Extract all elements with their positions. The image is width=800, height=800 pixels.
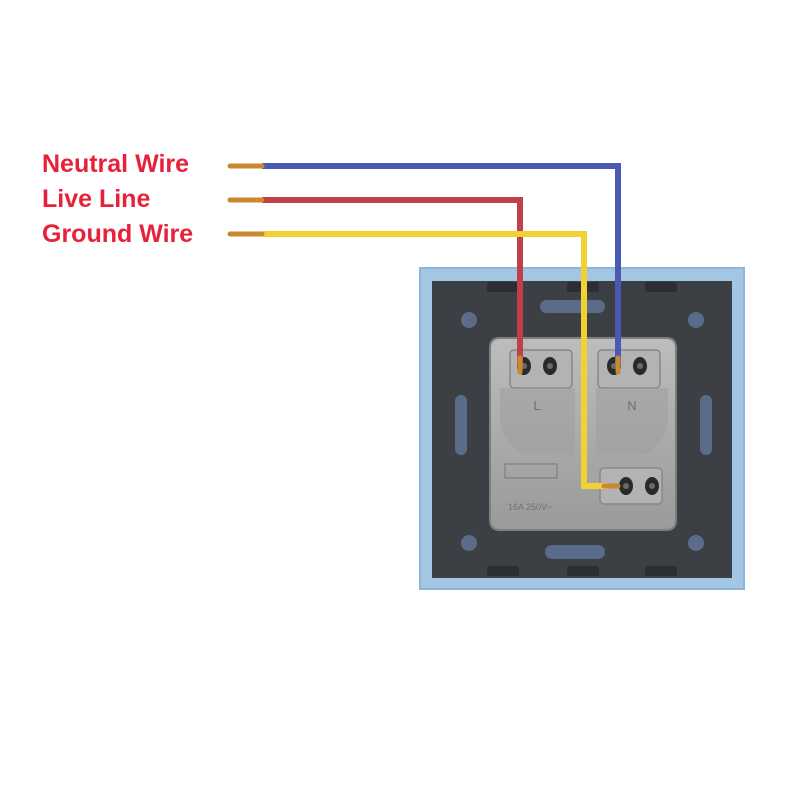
mount-hole-tr	[688, 312, 704, 328]
mount-slot-left	[455, 395, 467, 455]
marking-box	[504, 463, 558, 479]
mount-hole-bl	[461, 535, 477, 551]
neutral-wire	[262, 163, 621, 366]
mount-slot-bottom	[545, 545, 605, 559]
mount-slot-top	[540, 300, 605, 313]
ground-wire	[262, 231, 608, 489]
mount-hole-tl	[461, 312, 477, 328]
mount-slot-right	[700, 395, 712, 455]
terminal-label-n: N	[627, 398, 636, 413]
neutral-wire-label: Neutral Wire	[42, 150, 190, 178]
wire-ends-terminal	[517, 355, 621, 489]
wires	[262, 163, 621, 489]
terminal-block-neutral	[597, 349, 661, 389]
mount-holes	[455, 300, 712, 559]
mount-hole-br	[688, 535, 704, 551]
ground-wire-label: Ground Wire	[42, 220, 194, 248]
live-wire	[262, 197, 523, 366]
wire-ends-left	[227, 163, 265, 237]
live-line-label: Live Line	[42, 185, 151, 213]
rating-label: 16A 250V~	[508, 502, 552, 512]
terminal-label-l: L	[533, 398, 540, 413]
